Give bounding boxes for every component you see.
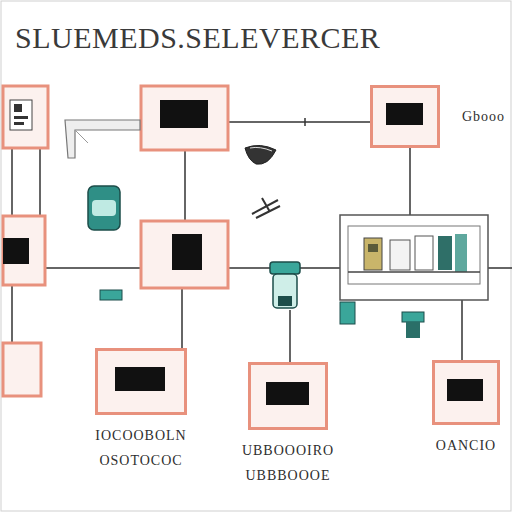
label-group: IOCOOBOLN OSOTOCOC (91, 427, 191, 470)
device-box (370, 85, 440, 148)
teal-device (270, 262, 300, 274)
device-box (95, 348, 187, 415)
room-figure (348, 271, 480, 273)
room-figure (390, 240, 410, 270)
label-group: Gbooo (460, 108, 507, 126)
wire (409, 148, 411, 215)
device-label: UBBBOOOE (243, 467, 332, 485)
shelf-shape (65, 120, 140, 158)
screen (386, 103, 423, 125)
screen (447, 379, 483, 401)
device-label: UBBOOOIRO (240, 442, 336, 460)
room-figure (364, 238, 382, 270)
screen (115, 367, 165, 390)
room-panel (340, 215, 488, 300)
room-panel (340, 215, 488, 300)
teal-device (88, 186, 120, 230)
teal-device (402, 312, 424, 322)
icons (245, 145, 280, 218)
wires (12, 118, 512, 362)
shelf-shape (75, 130, 88, 143)
shelf (65, 120, 140, 158)
wire (228, 121, 370, 123)
wire (228, 267, 270, 269)
room-panel (348, 226, 480, 284)
wire (184, 150, 186, 220)
dish-icon (250, 147, 272, 151)
screen (3, 238, 29, 264)
room-figure (438, 236, 452, 270)
teal-device (100, 290, 122, 300)
label-group: UBBOOOIRO UBBBOOOE (238, 442, 339, 485)
wire (11, 148, 13, 215)
device-figure (14, 104, 22, 112)
screen (172, 234, 202, 270)
device-node: Gbooo (370, 85, 507, 148)
device-node: IOCOOBOLN OSOTOCOC (91, 348, 191, 470)
wire (289, 310, 291, 362)
teal-device (92, 200, 116, 216)
wire-tick (304, 118, 306, 126)
device-box (432, 360, 500, 425)
wire (45, 267, 140, 269)
room-figure (415, 236, 433, 270)
room-figure (455, 234, 467, 272)
teal-device (406, 322, 420, 338)
device-figure (14, 116, 28, 119)
device-node: OANCIO (432, 360, 501, 455)
wire (461, 300, 463, 360)
device-label: Gbooo (460, 108, 507, 126)
device-box (3, 86, 48, 148)
teal-devices (88, 186, 424, 338)
teal-device (278, 296, 292, 306)
dish-icon (245, 145, 276, 164)
teal-device (273, 274, 297, 308)
wire (488, 267, 512, 269)
device-label: OANCIO (434, 437, 498, 455)
title: SLUEMEDS.SELEVERCER (15, 20, 380, 56)
device-box (3, 216, 45, 285)
label-group: OANCIO (432, 437, 501, 455)
room-figure (368, 244, 378, 252)
screen (160, 100, 208, 128)
screen (266, 382, 309, 406)
device-node: UBBOOOIRO UBBBOOOE (238, 362, 339, 485)
wire (300, 267, 340, 269)
wire (39, 148, 41, 215)
wire (181, 288, 183, 348)
teal-device (340, 302, 355, 324)
device-box (248, 362, 328, 430)
device-label: OSOTOCOC (97, 452, 184, 470)
device-box (141, 86, 228, 150)
device-figure (10, 100, 32, 130)
device-box (3, 343, 41, 396)
device-figure (14, 122, 24, 125)
device-label: IOCOOBOLN (93, 427, 188, 445)
tool-icon (252, 198, 280, 218)
device-box (141, 221, 228, 288)
wire (11, 285, 13, 342)
